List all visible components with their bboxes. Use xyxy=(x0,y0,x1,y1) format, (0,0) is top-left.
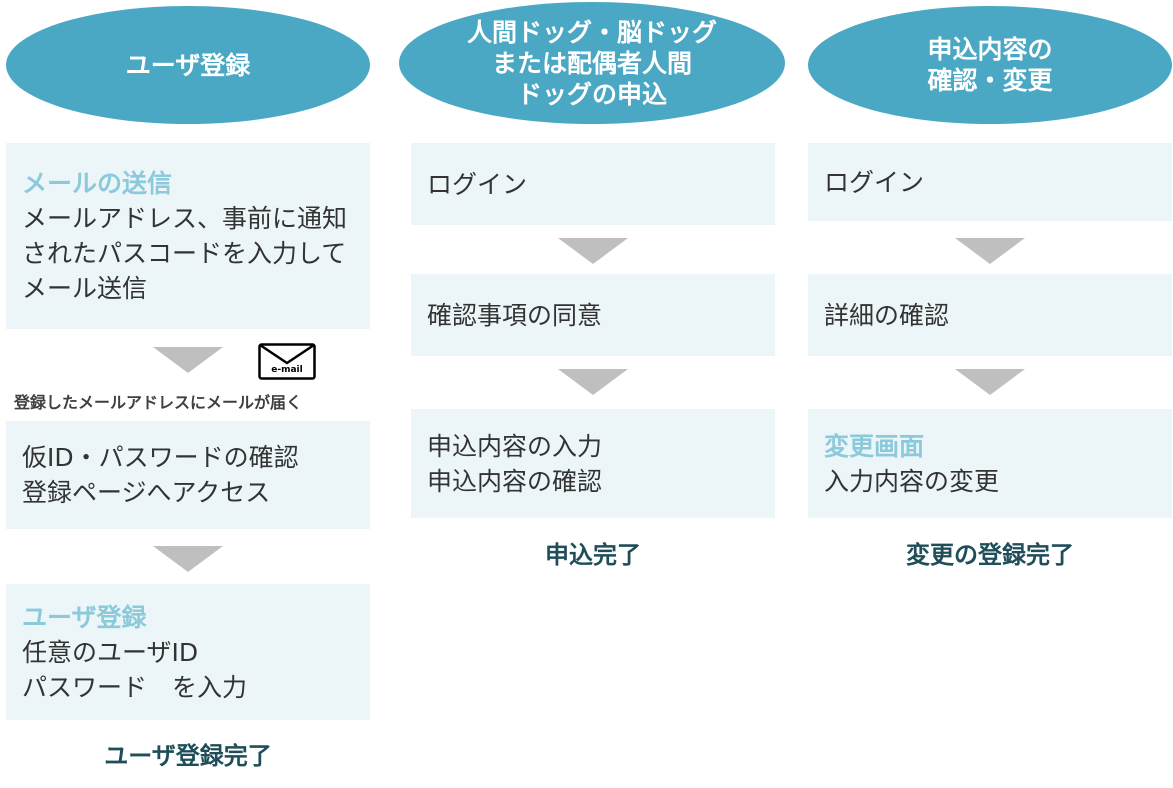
completion-application: 申込完了 xyxy=(545,541,641,569)
step-line: 登録ページへアクセス xyxy=(22,478,271,507)
step-line: 入力内容の変更 xyxy=(824,466,1000,496)
step-highlight: 変更画面 xyxy=(824,431,925,461)
step-line: ログイン xyxy=(427,169,528,199)
step-highlight: ユーザ登録 xyxy=(22,602,147,632)
completion-change: 変更の登録完了 xyxy=(906,541,1074,569)
completion-user-registration: ユーザ登録完了 xyxy=(104,742,272,770)
step-line: メールアドレス、事前に通知 xyxy=(22,204,348,233)
step-change-screen: 変更画面 入力内容の変更 xyxy=(808,409,1172,518)
header-dock-application: 人間ドッグ・脳ドッグ または配偶者人間 ドッグの申込 xyxy=(399,2,785,124)
step-line: 詳細の確認 xyxy=(824,300,950,330)
step-line: 確認事項の同意 xyxy=(427,300,603,330)
step-line: メール送信 xyxy=(22,274,148,303)
step-line: パスワード を入力 xyxy=(22,672,248,702)
down-arrow-icon xyxy=(153,546,223,572)
mail-arrival-note: 登録したメールアドレスにメールが届く xyxy=(14,393,303,412)
step-line: されたパスコードを入力して xyxy=(22,239,347,268)
header-line: 確認・変更 xyxy=(927,66,1053,95)
down-arrow-icon xyxy=(153,347,223,373)
step-send-email: メールの送信 メールアドレス、事前に通知 されたパスコードを入力して メール送信 xyxy=(6,143,370,329)
down-arrow-icon xyxy=(558,238,628,264)
step-login: ログイン xyxy=(411,143,775,225)
step-user-registration: ユーザ登録 任意のユーザID パスワード を入力 xyxy=(6,584,370,720)
step-line: 任意のユーザID xyxy=(22,637,199,667)
step-highlight: メールの送信 xyxy=(22,169,173,198)
envelope-icon: e-mail xyxy=(258,343,316,380)
header-line: ユーザ登録 xyxy=(125,50,251,80)
step-detail-confirm: 詳細の確認 xyxy=(808,274,1172,356)
step-application-input: 申込内容の入力 申込内容の確認 xyxy=(411,409,775,518)
step-line: 仮ID・パスワードの確認 xyxy=(22,443,299,472)
step-agree: 確認事項の同意 xyxy=(411,274,775,356)
step-login: ログイン xyxy=(808,143,1172,221)
header-line: ドッグの申込 xyxy=(516,79,667,109)
down-arrow-icon xyxy=(955,369,1025,395)
down-arrow-icon xyxy=(955,238,1025,264)
email-label: e-mail xyxy=(271,365,303,375)
step-line: ログイン xyxy=(824,167,925,197)
header-line: または配偶者人間 xyxy=(491,48,692,78)
step-confirm-temp-id: 仮ID・パスワードの確認 登録ページへアクセス xyxy=(6,421,370,529)
header-confirm-change: 申込内容の 確認・変更 xyxy=(808,6,1172,124)
header-line: 人間ドッグ・脳ドッグ xyxy=(466,17,717,47)
step-line: 申込内容の入力 xyxy=(427,431,603,461)
down-arrow-icon xyxy=(558,369,628,395)
header-user-registration: ユーザ登録 xyxy=(6,6,370,124)
step-line: 申込内容の確認 xyxy=(427,466,603,496)
header-line: 申込内容の xyxy=(927,35,1053,64)
